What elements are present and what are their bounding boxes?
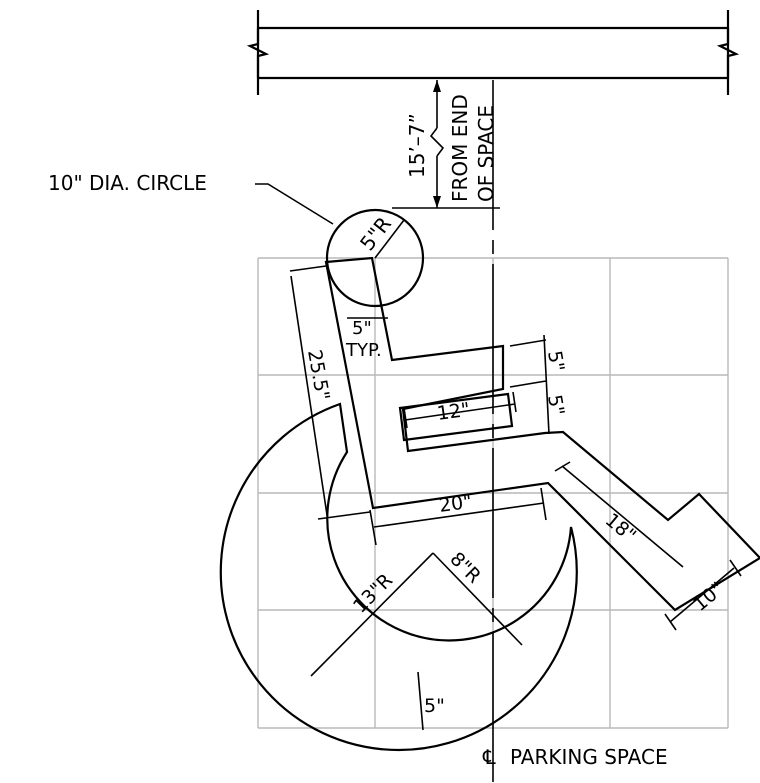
back-dimension-label: 25.5" xyxy=(303,348,334,402)
arm-slot xyxy=(398,392,514,442)
wheel-inner-radius-label: 8"R xyxy=(445,548,485,588)
arm-length-label: 12" xyxy=(436,399,472,425)
end-of-space-line xyxy=(246,10,740,95)
wheel-width-label: 5" xyxy=(424,695,445,717)
arm-length-dimension xyxy=(403,391,517,429)
back-dimension xyxy=(289,265,371,520)
seat-dimension-label: 20" xyxy=(438,491,474,517)
wheel-width-dimension xyxy=(417,671,424,731)
arm-gap-label: 5" xyxy=(543,393,568,417)
wheel-radius-dimensions xyxy=(310,552,523,677)
neck-dimension-label: 5" xyxy=(352,318,372,339)
offset-dimension-text: 15’–7” xyxy=(405,113,429,178)
seat-dimension xyxy=(369,487,547,546)
head-radius-label: 5"R xyxy=(355,212,396,255)
body-outline xyxy=(324,256,760,612)
head-circle xyxy=(325,208,425,308)
neck-typ-label: TYP. xyxy=(345,340,382,361)
circle-callout-text: 10" DIA. CIRCLE xyxy=(48,171,207,195)
offset-note-line-1: FROM END xyxy=(448,94,472,202)
centerline-symbol: ℄ xyxy=(482,745,496,769)
wheel-outline xyxy=(219,402,578,752)
offset-dimension xyxy=(392,80,500,209)
circle-callout-leader xyxy=(255,183,334,225)
arm-dimensions xyxy=(509,334,550,435)
break-symbol-left xyxy=(246,28,270,78)
centerline-label: PARKING SPACE xyxy=(510,745,668,769)
head-radius-line xyxy=(374,219,405,259)
foot-dimension xyxy=(664,559,742,631)
arm-rise-label: 5" xyxy=(543,349,568,373)
leg-dimension xyxy=(554,461,684,568)
offset-note-line-2: OF SPACE xyxy=(474,105,498,202)
break-symbol-right xyxy=(716,28,740,78)
